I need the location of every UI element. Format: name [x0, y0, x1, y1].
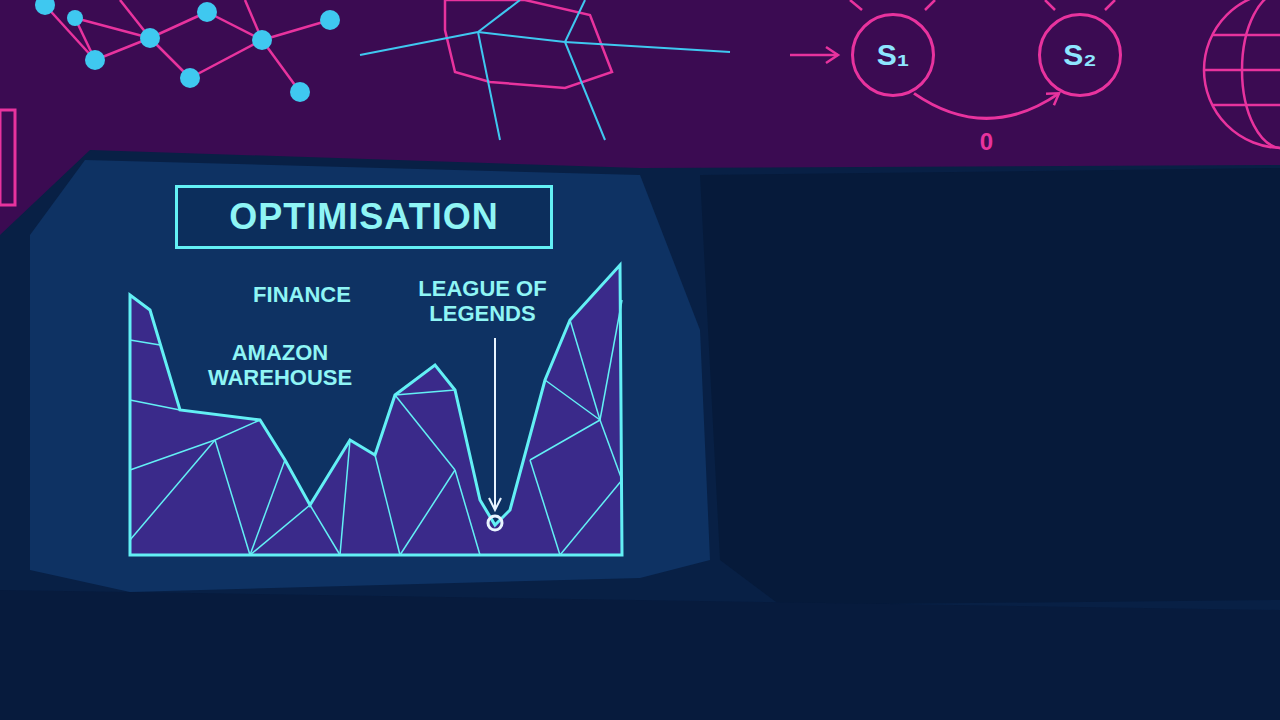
- landscape: [130, 265, 622, 555]
- dark-region: [0, 590, 1280, 720]
- network-graph: [45, 0, 330, 92]
- globe-icon: [1204, 0, 1280, 148]
- network-dots: [35, 0, 340, 102]
- landscape-label: FINANCE: [222, 282, 382, 307]
- edge-label: 0: [977, 128, 996, 156]
- panel: [30, 160, 710, 592]
- edge-box: [0, 110, 15, 205]
- landscape-label: AMAZON WAREHOUSE: [190, 340, 370, 391]
- state-circle: S₁: [851, 13, 935, 97]
- state-label: S₂: [1063, 38, 1096, 72]
- landscape-label: LEAGUE OF LEGENDS: [400, 276, 565, 327]
- transition-arrow: [914, 93, 1059, 118]
- state-circle: S₂: [1038, 13, 1122, 97]
- arrow-head: [1046, 93, 1059, 105]
- arrow-line: [914, 93, 1059, 118]
- dark-region: [700, 168, 1280, 605]
- state-label: S₁: [877, 38, 909, 72]
- title-box: OPTIMISATION: [175, 185, 553, 249]
- voronoi-figure: [360, 0, 730, 140]
- title-text: OPTIMISATION: [229, 196, 498, 238]
